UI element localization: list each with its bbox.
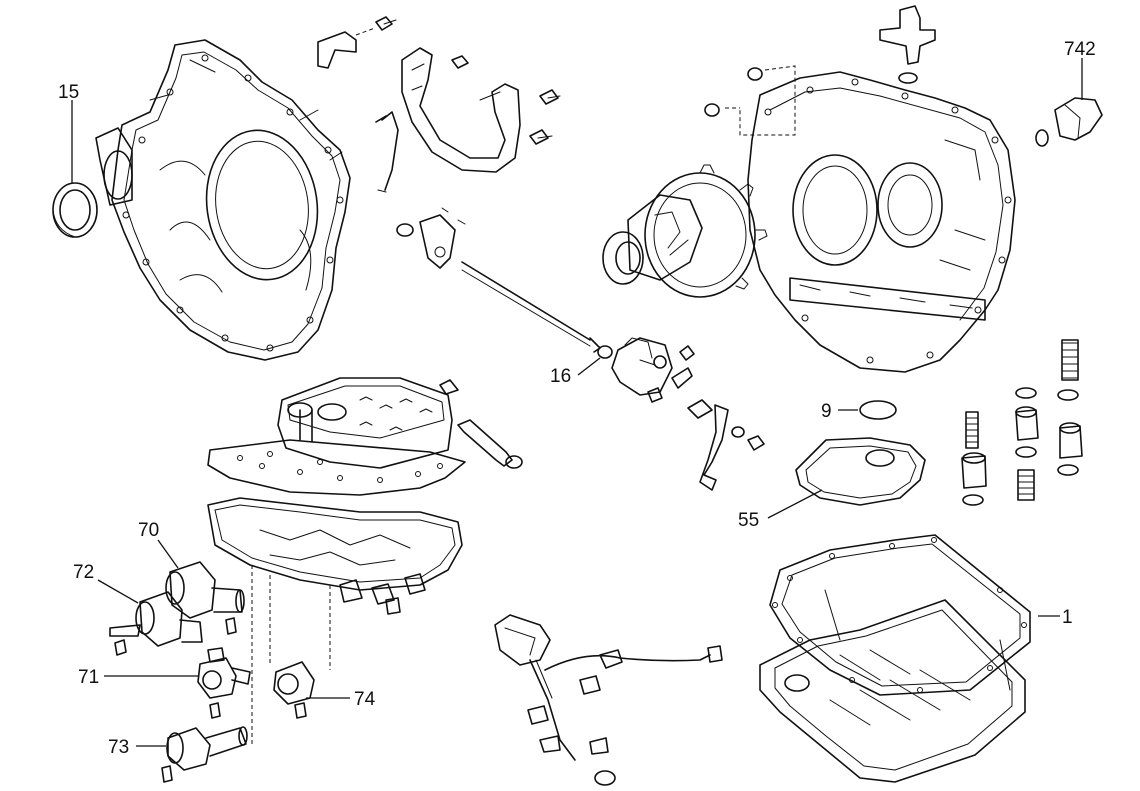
callout-742: 742 <box>1064 39 1096 60</box>
leader-70 <box>157 539 179 569</box>
transaxle-case <box>725 65 1016 373</box>
valve-body-lower <box>207 497 463 615</box>
oil-pan <box>759 589 1026 783</box>
shift-lever-linkage <box>647 387 765 491</box>
case-plug-washer-a <box>747 67 763 81</box>
solenoid-73 <box>161 726 248 783</box>
speed-sensor-top <box>879 5 936 84</box>
solenoid-71 <box>197 647 251 719</box>
callout-74: 74 <box>354 689 376 710</box>
case-plug-washer-b <box>704 103 720 117</box>
solenoid-72 <box>109 591 203 656</box>
callout-9: 9 <box>821 401 832 422</box>
o-ring-9 <box>859 400 897 420</box>
leader-55 <box>767 489 823 519</box>
callout-71: 71 <box>78 667 99 688</box>
washer-16 <box>597 345 613 359</box>
case-cover-bracket <box>401 47 561 173</box>
accumulator-parts <box>961 339 1083 506</box>
oil-pan-gasket <box>769 534 1031 696</box>
callout-1: 1 <box>1062 607 1073 628</box>
parking-rod <box>461 261 601 353</box>
differential-assembly <box>602 164 768 298</box>
callout-70: 70 <box>138 520 159 541</box>
callout-15: 15 <box>58 82 79 103</box>
breather-hose <box>375 111 399 193</box>
callout-72: 72 <box>73 562 94 583</box>
separator-plate <box>207 439 466 496</box>
small-bracket <box>317 16 397 69</box>
oil-seal-15 <box>52 182 98 238</box>
manual-valve-lever <box>396 207 466 269</box>
speed-sensor-742 <box>1035 97 1103 147</box>
wire-harness <box>494 614 723 786</box>
valve-body-upper <box>277 377 523 469</box>
park-lock-pawl <box>611 337 695 396</box>
callout-16: 16 <box>550 366 571 387</box>
solenoid-70 <box>165 561 245 635</box>
leader-72 <box>97 579 139 604</box>
converter-housing <box>95 39 351 361</box>
solenoid-74 <box>273 661 315 719</box>
callout-73: 73 <box>108 737 129 758</box>
callout-55: 55 <box>738 510 759 531</box>
leader-16 <box>577 357 601 376</box>
oil-strainer-55 <box>795 437 926 506</box>
